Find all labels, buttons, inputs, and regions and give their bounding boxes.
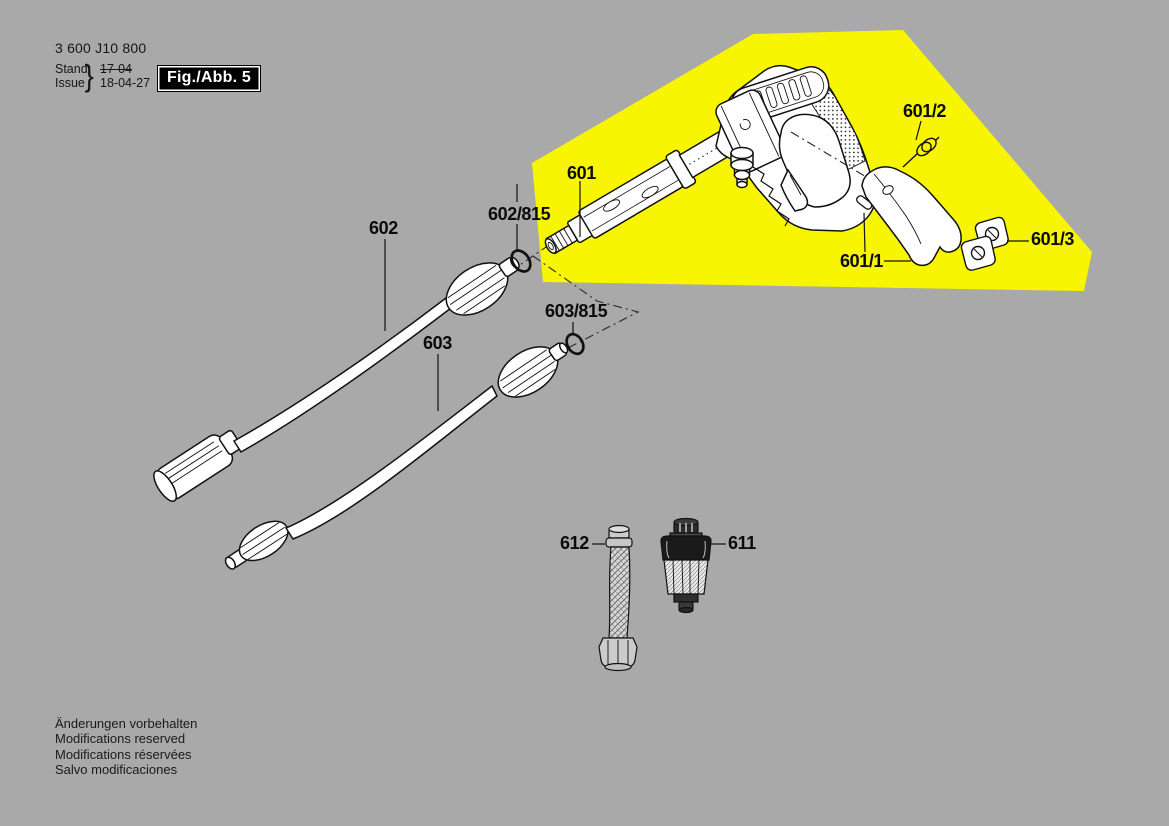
part-label-601-2[interactable]: 601/2 [903, 101, 947, 121]
issue-label: Issue [55, 76, 85, 90]
grip-601-1-drawing [861, 166, 962, 267]
footer-line-en: Modifications reserved [55, 731, 186, 747]
part-label-601[interactable]: 601 [567, 163, 596, 183]
part-label-603[interactable]: 603 [423, 333, 452, 353]
oring-602-815 [510, 249, 532, 273]
part-label-612[interactable]: 612 [560, 533, 589, 553]
filter-611-drawing [660, 517, 712, 614]
grip-axis-line [790, 131, 869, 179]
part-label-601-1[interactable]: 601/1 [840, 251, 884, 271]
oring-603-815 [565, 332, 585, 356]
stand-value: 17-04 [100, 62, 132, 76]
footer-line-fr: Modifications réservées [55, 746, 192, 762]
footer-line-de: Änderungen vorbehalten [55, 716, 198, 731]
part-label-602[interactable]: 602 [369, 218, 398, 238]
figure-badge: Fig./Abb. 5 [157, 65, 261, 92]
revision-values: 17-04 18-04-27 [100, 62, 150, 90]
pin-601-1-drawing [856, 195, 873, 210]
part-number: 3 600 J10 800 [55, 40, 147, 56]
part-label-603-815[interactable]: 603/815 [545, 301, 608, 321]
stand-label: Stand [55, 62, 88, 76]
revision-block: Stand Issue [55, 62, 88, 90]
leader-lines [384, 120, 1029, 545]
issue-value: 18-04-27 [100, 76, 151, 90]
footer-line-es: Salvo modificaciones [55, 762, 178, 778]
footer-notices: Änderungen vorbehalten Modifications res… [55, 716, 197, 778]
part-label-601-3[interactable]: 601/3 [1031, 229, 1075, 249]
holder-601-3-drawing [960, 216, 1009, 271]
part-label-602-815[interactable]: 602/815 [488, 204, 551, 224]
spring-601-2-drawing [902, 136, 940, 168]
gun-601-drawing [544, 64, 877, 255]
revision-brace: } [84, 58, 94, 93]
lance-602-drawing [153, 256, 520, 502]
hose-612-drawing [598, 524, 638, 672]
part-label-611[interactable]: 611 [728, 533, 756, 553]
lance-603-drawing [224, 342, 569, 570]
